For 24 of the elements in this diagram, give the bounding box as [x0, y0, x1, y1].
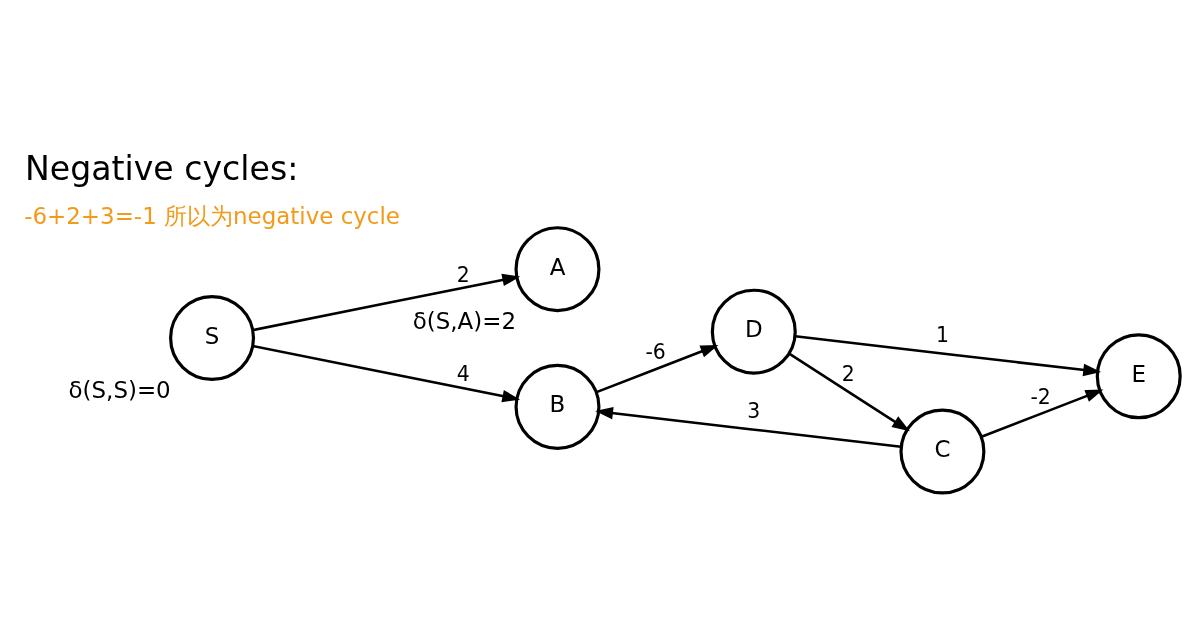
- node-circle: A: [514, 226, 601, 313]
- edge-label: 2: [841, 362, 855, 387]
- node-circle: B: [514, 363, 601, 450]
- edge-label: -2: [1030, 385, 1051, 410]
- node-label: δ(S,S)=0: [68, 376, 171, 403]
- arrow: [252, 273, 521, 332]
- arrow: [596, 344, 719, 394]
- edge-label: 3: [747, 399, 761, 424]
- edge-label: -6: [645, 340, 666, 365]
- node-label: δ(S,A)=2: [412, 307, 517, 334]
- arrow: [788, 352, 910, 432]
- edge-label: 4: [456, 362, 470, 387]
- node-circle: S: [169, 295, 256, 382]
- node-circle: D: [710, 288, 797, 375]
- arrow: [252, 344, 521, 403]
- label: -6+2+3=-1 所以为negative cycle: [24, 202, 400, 229]
- arrow: [595, 406, 902, 449]
- arrow: [795, 335, 1102, 377]
- edge-label: 1: [935, 322, 949, 347]
- node-circle: E: [1095, 333, 1182, 420]
- node-circle: C: [899, 408, 986, 495]
- arrow: [981, 389, 1104, 438]
- edge-label: 2: [456, 262, 470, 287]
- diagram-title: Negative cycles:: [25, 148, 299, 188]
